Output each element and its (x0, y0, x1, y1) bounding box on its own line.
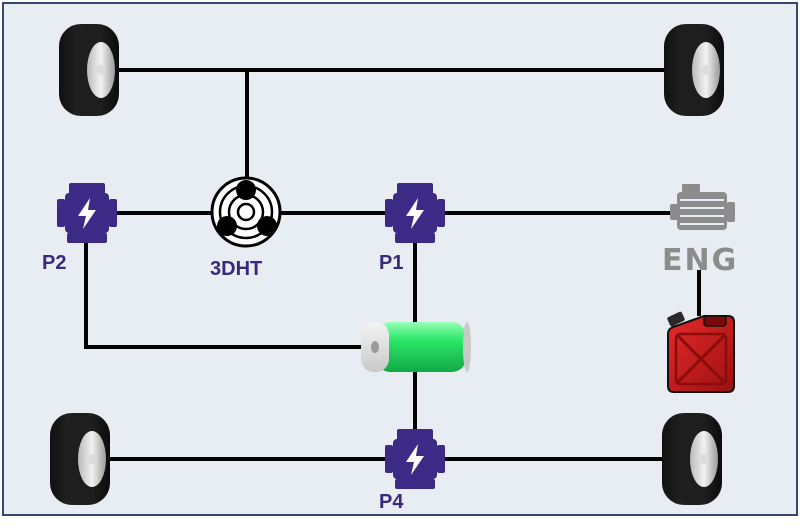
p4-label: P4 (379, 491, 404, 513)
p2-label: P2 (42, 252, 66, 274)
p2-motor-icon (57, 183, 117, 243)
battery-icon (361, 322, 471, 372)
powertrain-diagram: ENG P2 3DHT P1 P4 (42, 24, 738, 513)
fuel-canister-icon (667, 311, 735, 393)
3dht-transmission-icon (210, 176, 282, 248)
p2-battery-cable (84, 242, 374, 349)
engine-icon (670, 184, 735, 230)
p4-motor-icon (385, 429, 445, 489)
rear-right-wheel (662, 413, 722, 505)
rear-left-wheel (50, 413, 110, 505)
p1-label: P1 (379, 252, 403, 274)
front-right-wheel (664, 24, 724, 116)
3dht-label: 3DHT (210, 258, 262, 280)
diagram-canvas: ENG P2 3DHT P1 P4 (2, 2, 798, 516)
front-left-wheel (59, 24, 119, 116)
p1-motor-icon (385, 183, 445, 243)
engine-label: ENG (662, 243, 738, 278)
